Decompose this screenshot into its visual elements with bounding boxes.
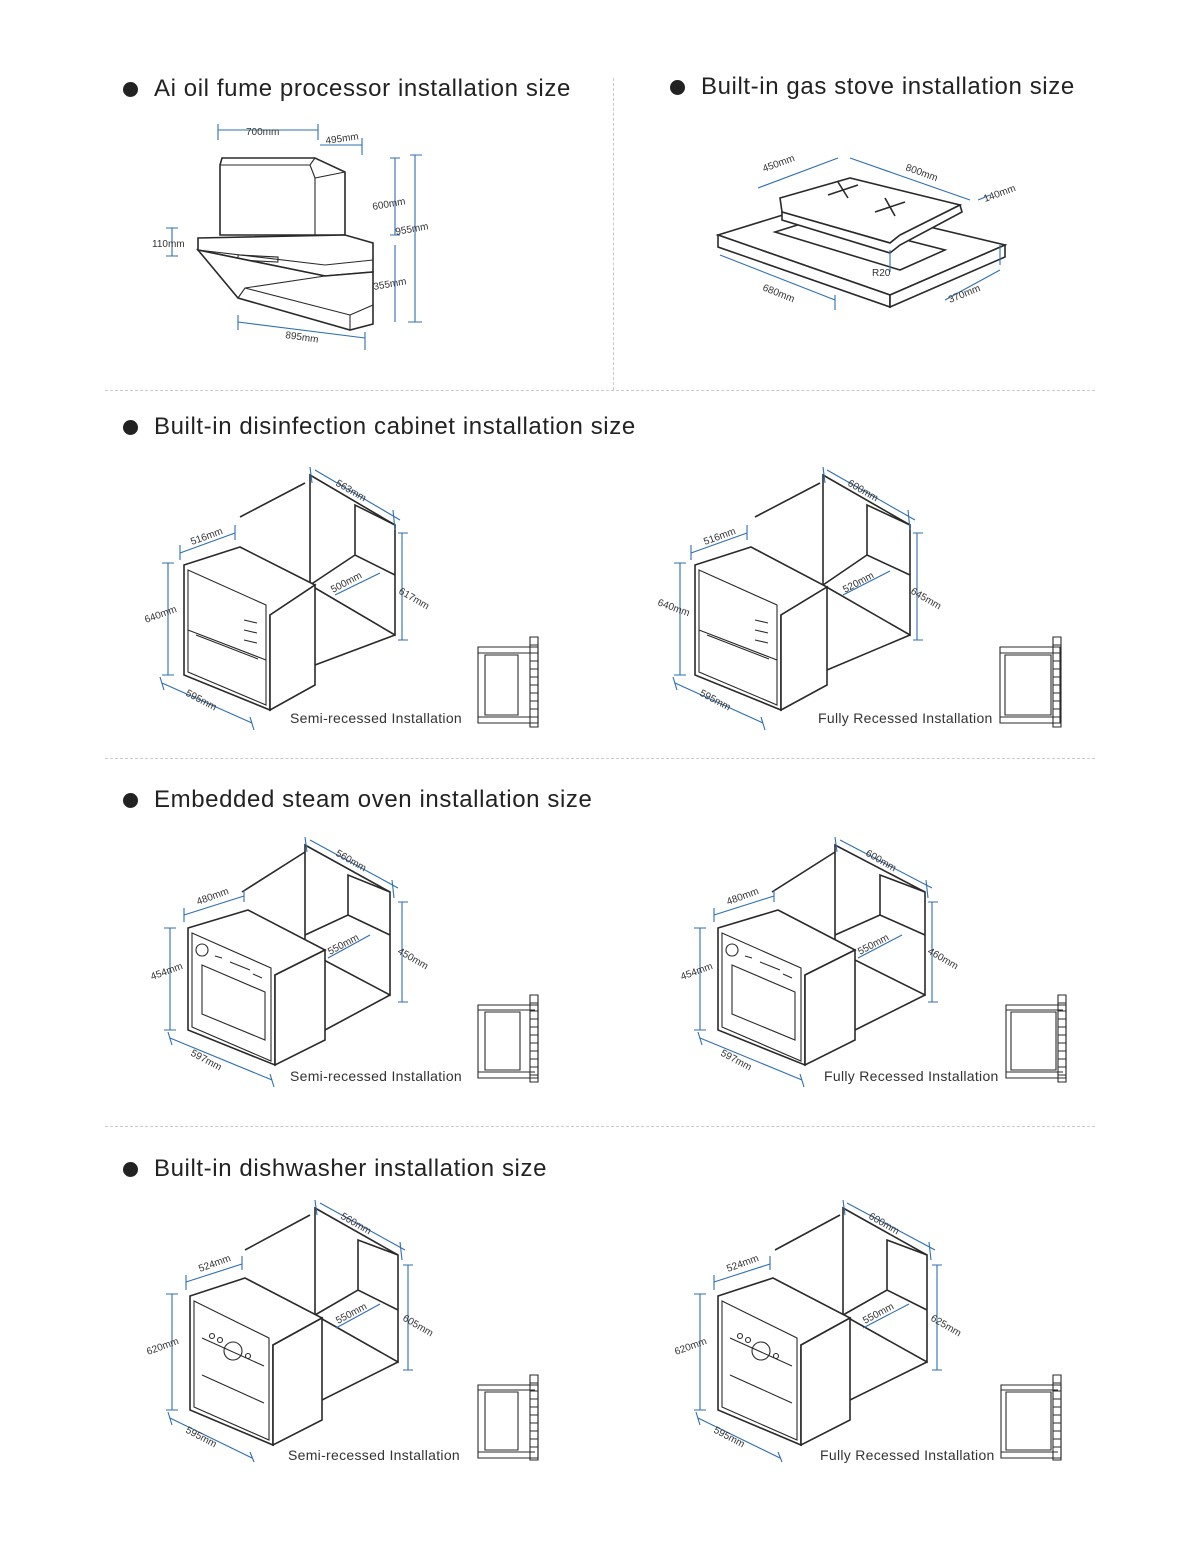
dim-unit-h: 640mm [656, 597, 691, 619]
semi-recessed-caption: Semi-recessed Installation [290, 710, 462, 726]
disinfection-heading: Built-in disinfection cabinet installati… [123, 413, 636, 441]
dim-unit-h: 640mm [143, 604, 178, 626]
dim-370: 370mm [947, 283, 982, 306]
bullet-icon [123, 81, 138, 97]
dim-unit-h: 454mm [149, 961, 184, 983]
dim-unit-w: 595mm [184, 688, 219, 713]
dim-110: 110mm [152, 239, 185, 250]
steam-full-drawing: 600mm 550mm 460mm 480mm 454mm 597mm [679, 836, 1067, 1088]
stove-heading: Built-in gas stove installation size [670, 73, 1075, 101]
dim-niche-h: 605mm [401, 1313, 435, 1339]
bullet-icon [670, 79, 685, 95]
dim-unit-depth: 480mm [725, 886, 760, 908]
dim-unit-h: 620mm [145, 1336, 180, 1358]
semi-recessed-caption: Semi-recessed Installation [288, 1447, 460, 1463]
dishwasher-heading: Built-in dishwasher installation size [123, 1155, 547, 1183]
dim-unit-w: 595mm [712, 1425, 747, 1450]
disinfection-semi-drawing: 563mm 500mm 617mm 516mm 640mm 595mm [143, 466, 539, 731]
dim-unit-depth: 524mm [197, 1253, 232, 1275]
dim-450: 450mm [761, 153, 796, 175]
steam-semi-drawing: 560mm 550mm 450mm 480mm 454mm 597mm [149, 836, 539, 1088]
dim-unit-w: 597mm [719, 1048, 754, 1073]
steam-heading: Embedded steam oven installation size [123, 786, 592, 814]
hood-title: Ai oil fume processor installation size [154, 75, 571, 102]
dim-unit-depth: 480mm [195, 886, 230, 908]
fully-recessed-thumbnail [999, 636, 1062, 728]
section-separator [105, 758, 1095, 759]
dim-955: 955mm [395, 221, 430, 238]
dim-800: 800mm [904, 162, 939, 184]
fully-recessed-thumbnail [1000, 1374, 1062, 1461]
dim-895: 895mm [285, 330, 320, 346]
dishwasher-title: Built-in dishwasher installation size [154, 1155, 548, 1182]
dim-unit-h: 454mm [679, 961, 714, 983]
fully-recessed-caption: Fully Recessed Installation [820, 1447, 995, 1463]
section-separator [105, 1126, 1095, 1127]
dim-unit-w: 595mm [184, 1425, 219, 1450]
semi-recessed-caption: Semi-recessed Installation [290, 1068, 462, 1084]
fully-recessed-caption: Fully Recessed Installation [818, 710, 993, 726]
dim-niche-h: 625mm [929, 1313, 963, 1339]
dishwasher-semi-drawing: 560mm 550mm 605mm 524mm 620mm 595mm [145, 1199, 539, 1463]
vertical-separator [613, 78, 614, 390]
dim-680: 680mm [761, 283, 796, 306]
semi-recessed-thumbnail [477, 636, 539, 728]
dim-unit-depth: 524mm [725, 1253, 760, 1275]
dim-700: 700mm [246, 127, 279, 138]
dim-niche-h: 450mm [396, 946, 430, 972]
bullet-icon [123, 792, 138, 808]
bullet-icon [123, 419, 138, 435]
section-separator [105, 390, 1095, 391]
disinfection-full-drawing: 600mm 520mm 645mm 516mm 640mm 595mm [656, 466, 1062, 731]
fully-recessed-caption: Fully Recessed Installation [824, 1068, 999, 1084]
steam-title: Embedded steam oven installation size [154, 786, 593, 813]
dim-unit-depth: 516mm [702, 526, 737, 548]
stove-title: Built-in gas stove installation size [701, 73, 1075, 100]
dim-355: 355mm [373, 276, 408, 293]
dim-unit-w: 595mm [698, 688, 733, 713]
dim-niche-h: 645mm [909, 586, 943, 612]
gas-stove-drawing: 450mm 800mm 140mm R20 680mm 370mm [715, 153, 1017, 310]
semi-recessed-thumbnail [477, 994, 539, 1083]
range-hood-drawing: 700mm 495mm 600mm 955mm 110mm 355mm 895m… [152, 124, 430, 350]
dim-600: 600mm [372, 196, 407, 213]
dim-niche-h: 460mm [926, 946, 960, 972]
fully-recessed-thumbnail [1005, 994, 1067, 1083]
bullet-icon [123, 1161, 138, 1177]
hood-heading: Ai oil fume processor installation size [123, 75, 571, 103]
dim-unit-depth: 516mm [189, 526, 224, 548]
dim-unit-w: 597mm [189, 1048, 224, 1073]
dishwasher-full-drawing: 600mm 550mm 625mm 524mm 620mm 595mm [673, 1199, 1062, 1463]
dim-140: 140mm [982, 183, 1017, 205]
radius-label: R20 [872, 268, 891, 279]
disinfection-title: Built-in disinfection cabinet installati… [154, 413, 636, 440]
semi-recessed-thumbnail [477, 1374, 539, 1461]
dim-495: 495mm [325, 131, 360, 147]
dim-unit-h: 620mm [673, 1336, 708, 1358]
